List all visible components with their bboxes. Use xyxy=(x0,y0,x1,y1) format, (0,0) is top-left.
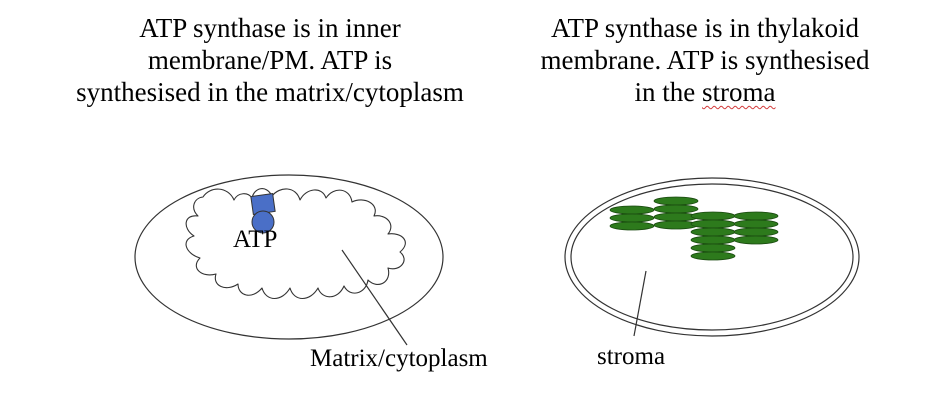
granum-1 xyxy=(609,205,655,231)
thylakoid-disc xyxy=(609,221,655,231)
mitochondrion-caption: ATP synthase is in inner membrane/PM. AT… xyxy=(55,12,485,108)
chloroplast-caption: ATP synthase is in thylakoid membrane. A… xyxy=(505,12,905,108)
granum-3 xyxy=(690,211,736,261)
caption-prefix: in the xyxy=(634,77,702,107)
thylakoid-disc xyxy=(690,211,736,221)
thylakoid-disc xyxy=(733,227,779,237)
atp-label: ATP xyxy=(233,226,278,253)
thylakoid-disc xyxy=(609,205,655,215)
thylakoid-disc xyxy=(733,219,779,229)
thylakoid-disc xyxy=(733,211,779,221)
thylakoid-disc xyxy=(653,204,699,214)
stroma-pointer-line xyxy=(633,270,647,337)
mitochondrion-outer-membrane xyxy=(134,174,444,340)
thylakoid-disc xyxy=(690,251,736,261)
mitochondrion-caption-line-1: ATP synthase is in inner xyxy=(139,13,401,43)
chloroplast-caption-line-2: membrane. ATP is synthesised xyxy=(540,45,870,75)
mitochondrion-caption-line-3: synthesised in the matrix/cytoplasm xyxy=(76,77,464,107)
matrix-pointer-line xyxy=(341,249,408,346)
thylakoid-disc xyxy=(733,235,779,245)
stroma-label: stroma xyxy=(597,343,666,370)
thylakoid-disc xyxy=(609,213,655,223)
matrix-cytoplasm-label: Matrix/cytoplasm xyxy=(310,345,488,372)
stroma-word-spellcheck: stroma xyxy=(702,77,776,107)
chloroplast-outer-membrane xyxy=(564,177,860,337)
granum-4 xyxy=(733,211,779,245)
mitochondrion xyxy=(134,174,444,346)
atp-synthase-stalk xyxy=(251,210,275,234)
chloroplast-inner-membrane xyxy=(570,183,854,331)
chloroplast-caption-line-1: ATP synthase is in thylakoid xyxy=(551,13,859,43)
thylakoid-disc xyxy=(690,243,736,253)
chloroplast xyxy=(564,177,860,337)
mitochondrion-inner-membrane xyxy=(185,188,406,300)
thylakoid-disc xyxy=(690,227,736,237)
thylakoid-disc xyxy=(653,196,699,206)
thylakoid-disc xyxy=(690,219,736,229)
thylakoid-disc xyxy=(690,235,736,245)
mitochondrion-caption-line-2: membrane/PM. ATP is xyxy=(147,45,393,75)
chloroplast-caption-line-3: in the stroma xyxy=(505,76,905,108)
